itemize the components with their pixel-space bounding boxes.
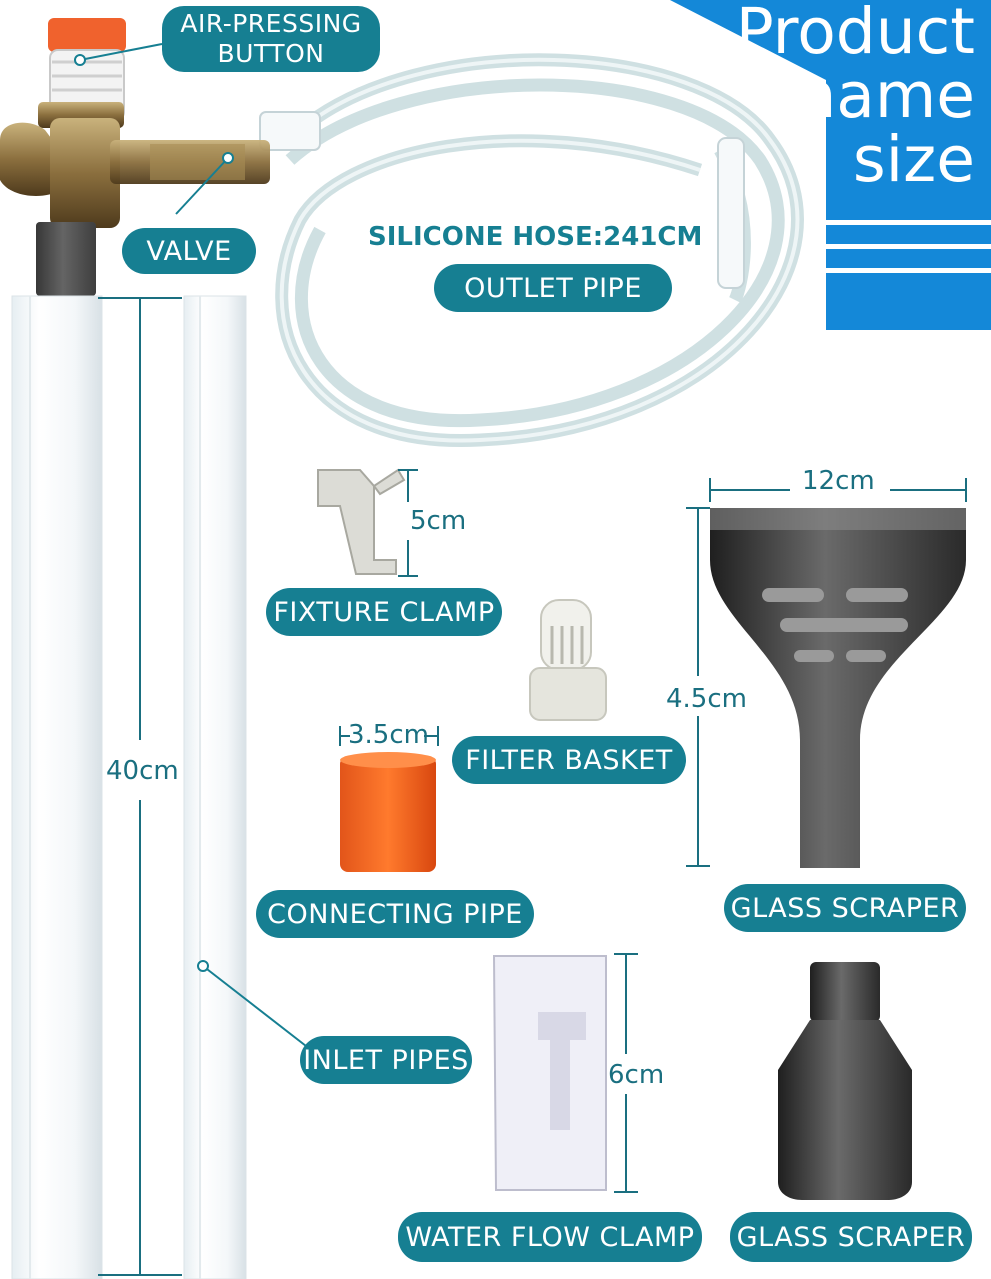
clamp-height-dimension: 5cm: [410, 506, 467, 536]
outlet-pipe-label: OUTLET PIPE: [434, 264, 672, 312]
connecting-pipe-label: CONNECTING PIPE: [256, 890, 534, 938]
banner-line-2: name: [796, 59, 975, 132]
air-pressing-button-label: AIR-PRESSING BUTTON: [162, 6, 380, 72]
air-pressing-line-1: AIR-PRESSING: [180, 9, 362, 38]
silicone-hose-label: SILICONE HOSE:241CM: [368, 222, 703, 252]
water-flow-clamp-art: [492, 955, 607, 1191]
valve-body: [0, 102, 270, 296]
product-banner: Product name size: [670, 0, 991, 330]
banner-line-1: Product: [735, 0, 975, 68]
outlet-connector: [717, 137, 745, 289]
connector-width-dimension: 3.5cm: [348, 720, 429, 750]
valve-label: VALVE: [122, 228, 256, 274]
glass-scraper-label-1: GLASS SCRAPER: [724, 884, 966, 932]
flow-clamp-height-dimension: 6cm: [608, 1060, 665, 1090]
glass-scraper-label-2: GLASS SCRAPER: [730, 1212, 972, 1262]
banner-line-3: size: [852, 123, 975, 196]
fixture-clamp-label: FIXTURE CLAMP: [266, 588, 502, 636]
scraper-width-dimension: 12cm: [802, 466, 875, 496]
glass-scraper-narrow-art: [778, 962, 912, 1200]
inlet-pipe-right: [183, 295, 247, 1279]
filter-basket-label: FILTER BASKET: [452, 736, 686, 784]
fixture-clamp-art: [317, 468, 406, 575]
banner-title: Product name size: [670, 0, 975, 192]
inlet-pipe-left: [11, 295, 103, 1279]
connecting-pipe-art: [340, 756, 436, 872]
air-pressing-line-2: BUTTON: [217, 39, 325, 68]
filter-basket-art: [529, 599, 607, 721]
product-banner-shape: [670, 0, 991, 330]
pipe-length-dimension: 40cm: [106, 756, 179, 786]
glass-scraper-wide-art: [710, 508, 966, 868]
water-flow-clamp-label: WATER FLOW CLAMP: [398, 1212, 702, 1262]
inlet-pipes-label: INLET PIPES: [300, 1036, 472, 1084]
scraper-height-dimension: 4.5cm: [666, 684, 747, 714]
